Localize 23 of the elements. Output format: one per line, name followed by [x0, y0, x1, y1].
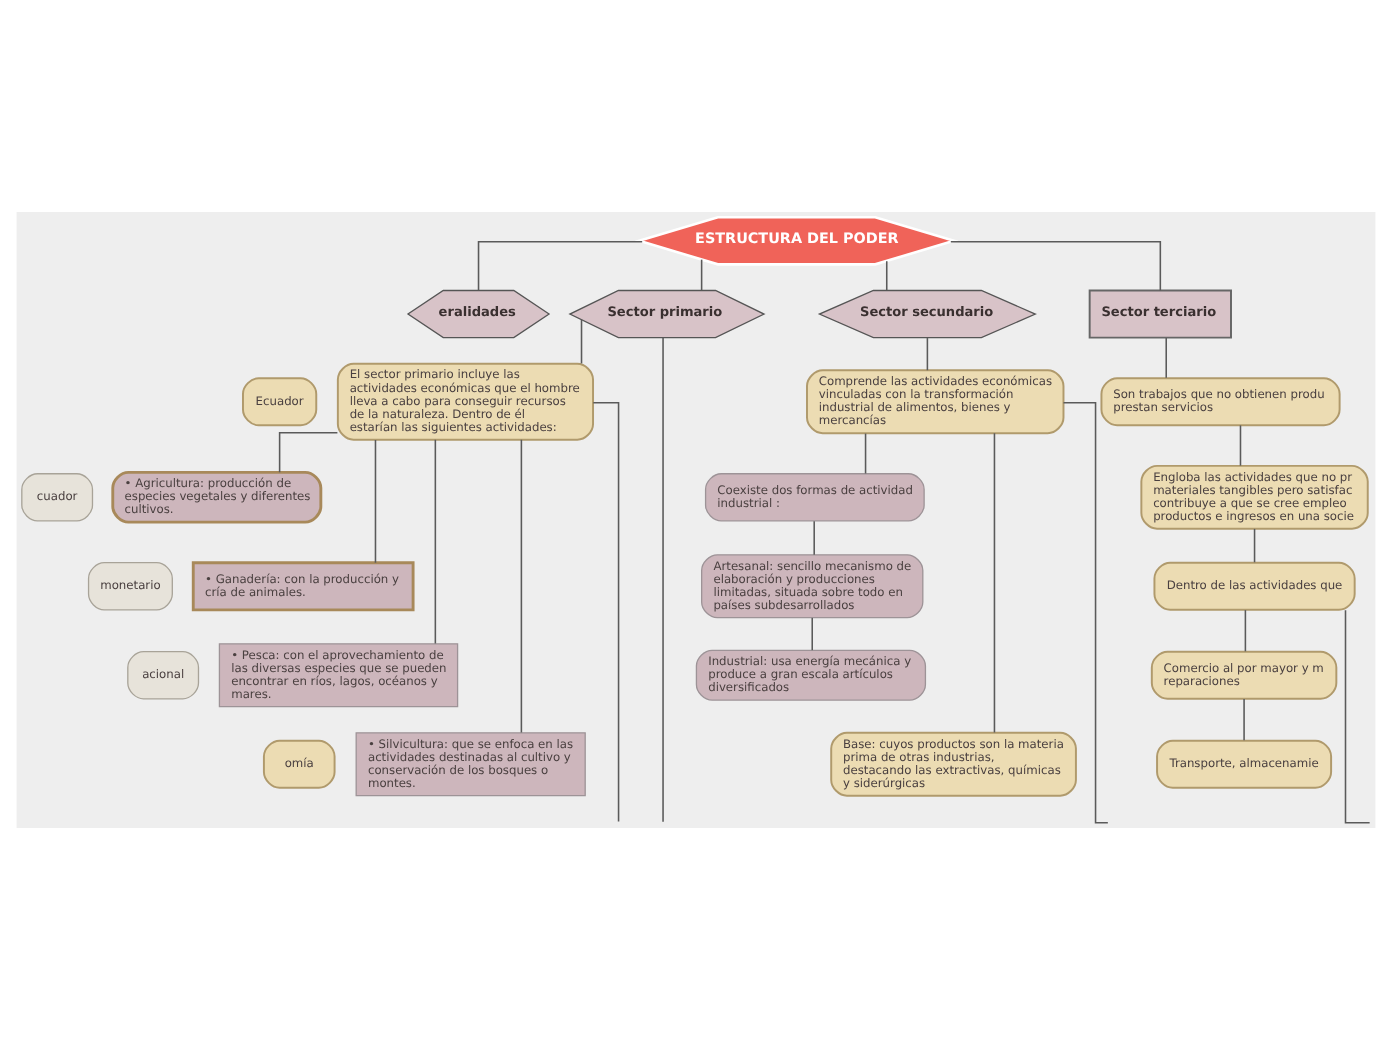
connector [520, 439, 523, 734]
connector [662, 337, 664, 823]
connector [1165, 337, 1167, 379]
connector [477, 240, 643, 292]
connector [1243, 698, 1245, 742]
connector [1244, 609, 1247, 653]
connector [950, 240, 1162, 292]
connector [811, 617, 813, 651]
connector [580, 319, 583, 365]
connector [278, 432, 339, 473]
connector [700, 258, 703, 292]
connector [813, 520, 815, 556]
connector [374, 439, 377, 564]
connector [1253, 528, 1256, 564]
connector [592, 401, 620, 823]
connector [864, 432, 867, 475]
connector [993, 432, 996, 734]
connector [885, 260, 888, 291]
connector [1062, 401, 1109, 824]
connector [1344, 609, 1371, 824]
connector [434, 439, 437, 645]
connector [926, 337, 929, 372]
connector [1239, 424, 1242, 467]
